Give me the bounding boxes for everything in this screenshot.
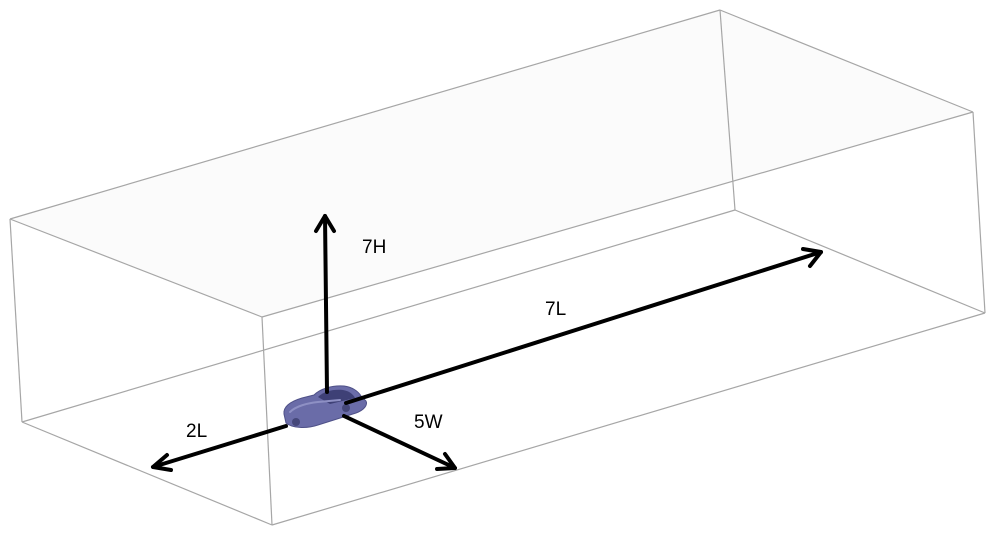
height-label: 7H: [362, 237, 386, 258]
width-label: 5W: [414, 412, 443, 433]
car-wheel-rear: [342, 404, 350, 412]
car-highlight: [289, 399, 341, 413]
dimension-arrows: [151, 214, 823, 472]
height-arrow: [314, 214, 336, 394]
car-wheel-front: [292, 418, 300, 426]
length-label: 7L: [545, 299, 566, 320]
upstream-arrow: [151, 424, 288, 472]
domain-box-edges: [9, 9, 986, 526]
length-arrow: [344, 247, 823, 405]
width-arrow: [342, 414, 457, 471]
upstream-label: 2L: [186, 421, 207, 442]
domain-box-back-edges: [21, 9, 986, 423]
domain-box-faces: [10, 10, 973, 317]
